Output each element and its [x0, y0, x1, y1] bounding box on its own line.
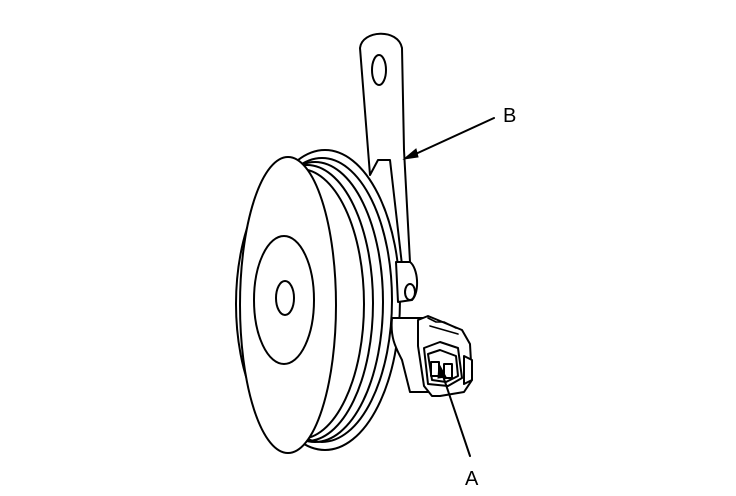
horn-center-cap [275, 280, 295, 316]
horn-body [235, 149, 401, 454]
electrical-connector [390, 315, 473, 397]
callout-b: B [402, 105, 516, 160]
terminal-post [395, 261, 418, 303]
callout-a: A [437, 362, 479, 490]
horn-diaphragm-ring [253, 235, 315, 365]
callout-b-label: B [503, 105, 516, 127]
callout-a-label: A [465, 468, 479, 490]
mounting-bracket [359, 32, 411, 266]
bracket-mounting-hole [371, 54, 387, 86]
